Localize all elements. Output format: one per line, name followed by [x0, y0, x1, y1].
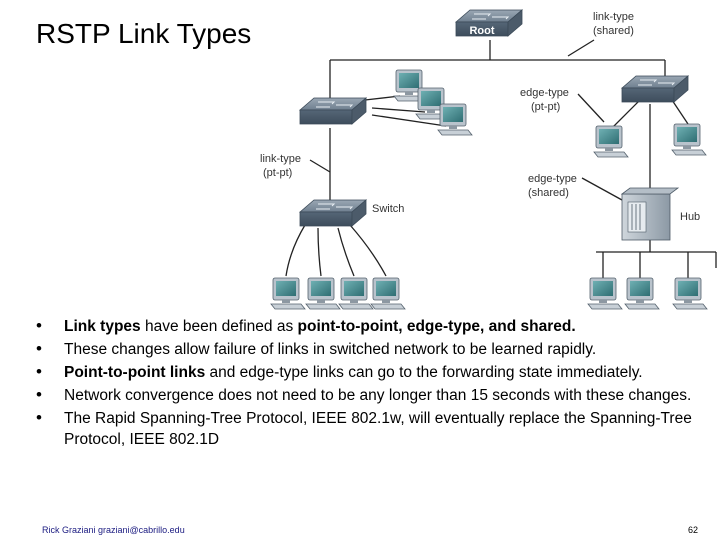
pc-11 [624, 277, 660, 310]
bullet-bold-text: Link types [64, 318, 141, 335]
bullet-text: Network convergence does not need to be … [64, 387, 692, 404]
label-edge-type-shared: edge-type [528, 173, 577, 185]
network-links [285, 39, 717, 280]
bullet-item: The Rapid Spanning-Tree Protocol, IEEE 8… [34, 407, 694, 450]
bullet-item: Link types have been defined as point-to… [34, 315, 694, 337]
label-edge-type-ptpt: edge-type [520, 87, 569, 99]
pc-12 [672, 277, 708, 310]
label-edge-type-shared-2: (shared) [528, 187, 569, 199]
upper-switch [299, 97, 367, 125]
label-link-type-shared: link-type [593, 11, 634, 23]
bullet-bold-text: point-to-point, edge-type, and shared. [297, 318, 576, 335]
label-edge-type-ptpt-2: (pt-pt) [531, 101, 560, 113]
pc-6 [270, 277, 306, 310]
network-diagram: Root Switch Hub link-type (shared) edge-… [260, 9, 717, 310]
pc-3 [437, 103, 473, 136]
bullet-text: The Rapid Spanning-Tree Protocol, IEEE 8… [64, 410, 692, 448]
lower-switch [299, 199, 367, 227]
page-title: RSTP Link Types [36, 18, 252, 49]
root-label: Root [469, 25, 494, 37]
label-link-type-ptpt: link-type [260, 153, 301, 165]
bullet-text: These changes allow failure of links in … [64, 341, 597, 358]
pc-5 [671, 123, 707, 156]
pc-8 [338, 277, 374, 310]
root-switch: Root [455, 9, 523, 37]
bullet-item: Point-to-point links and edge-type links… [34, 361, 694, 383]
right-switch [621, 75, 689, 103]
bullet-text: and edge-type links can go to the forwar… [205, 364, 643, 381]
hub [620, 187, 680, 241]
bullet-text: have been defined as [140, 318, 298, 335]
footer-author: Rick Graziani graziani@cabrillo.edu [42, 525, 185, 535]
pc-10 [587, 277, 623, 310]
hub-label: Hub [680, 211, 700, 223]
bullet-list: Link types have been defined as point-to… [34, 315, 694, 452]
label-link-type-shared-2: (shared) [593, 25, 634, 37]
pc-4 [593, 125, 629, 158]
bullet-item: These changes allow failure of links in … [34, 338, 694, 360]
label-link-type-ptpt-2: (pt-pt) [263, 167, 292, 179]
pc-7 [305, 277, 341, 310]
pc-9 [370, 277, 406, 310]
bullet-item: Network convergence does not need to be … [34, 384, 694, 406]
bullet-bold-text: Point-to-point links [64, 364, 206, 381]
page-number: 62 [687, 525, 698, 535]
switch-label: Switch [372, 203, 404, 215]
